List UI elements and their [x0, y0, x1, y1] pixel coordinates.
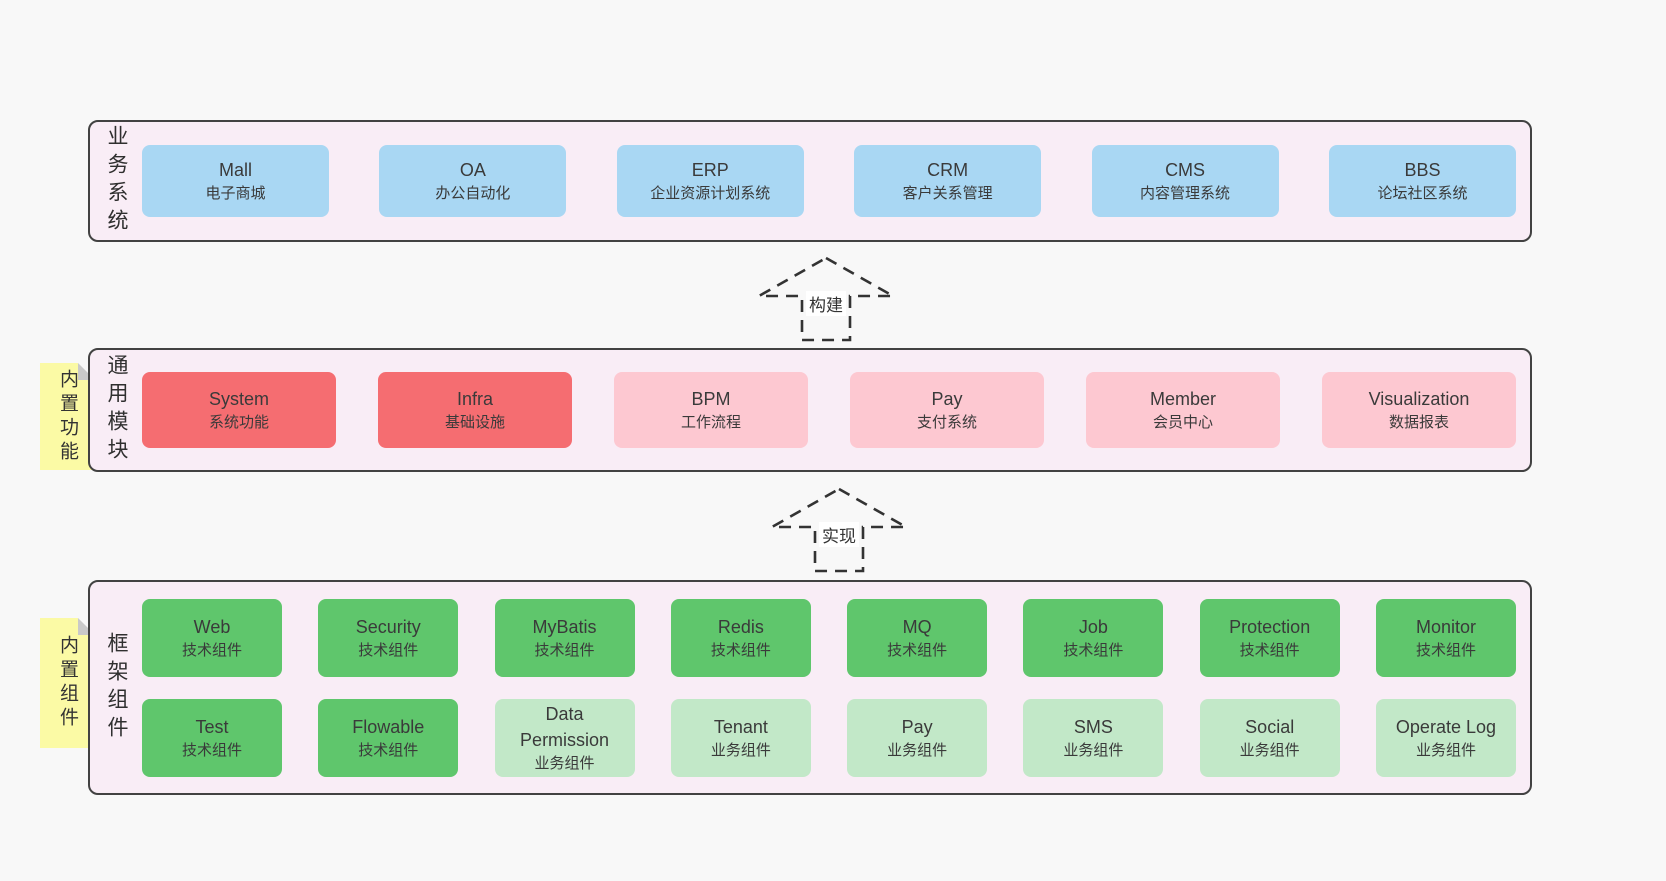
arrow-implement-label: 实现 [819, 522, 859, 547]
section-label-components: 框架组件 [105, 631, 128, 744]
box-job: Job 技术组件 [1023, 598, 1164, 677]
up-block-arrow-icon [769, 487, 909, 573]
arrow-build-label: 构建 [806, 291, 846, 316]
section-business-systems: 业务系统 Mall 电子商城 OA 办公自动化 ERP 企业资源计划系统 CRM [88, 120, 1532, 242]
box-monitor: Monitor 技术组件 [1375, 598, 1516, 677]
business-systems-row: Mall 电子商城 OA 办公自动化 ERP 企业资源计划系统 CRM 客户关系… [142, 145, 1516, 217]
up-block-arrow-icon [756, 256, 896, 342]
box-oa: OA 办公自动化 [379, 145, 567, 217]
box-test: Test 技术组件 [142, 698, 282, 777]
arrow-build: 构建 [756, 255, 896, 343]
box-cms: CMS 内容管理系统 [1091, 145, 1279, 217]
arrow-implement: 实现 [769, 486, 909, 574]
sticky-note-builtin-components: 内置组件 [40, 618, 95, 748]
box-social: Social 业务组件 [1199, 698, 1340, 777]
box-sms: SMS 业务组件 [1023, 698, 1164, 777]
section-framework-components: 框架组件 Web 技术组件 Security 技术组件 MyBatis 技术组件… [88, 580, 1532, 795]
box-member: Member 会员中心 [1086, 372, 1280, 448]
box-data-permission: Data Permission 业务组件 [494, 698, 635, 777]
sticky-note-builtin-features: 内置功能 [40, 363, 95, 470]
box-system: System 系统功能 [142, 372, 336, 448]
box-security: Security 技术组件 [318, 598, 459, 677]
sticky-note-label: 内置功能 [57, 368, 78, 465]
box-crm: CRM 客户关系管理 [854, 145, 1042, 217]
box-mybatis: MyBatis 技术组件 [494, 598, 635, 677]
common-modules-row: System 系统功能 Infra 基础设施 BPM 工作流程 Pay 支付系统… [142, 372, 1516, 448]
box-bbs: BBS 论坛社区系统 [1328, 145, 1516, 217]
biz-components-row: Test 技术组件 Flowable 技术组件 Data Permission … [142, 698, 1516, 777]
box-visualization: Visualization 数据报表 [1322, 372, 1516, 448]
box-tenant: Tenant 业务组件 [670, 698, 811, 777]
section-label-modules: 通用模块 [105, 354, 128, 466]
box-protection: Protection 技术组件 [1199, 598, 1340, 677]
box-operate-log: Operate Log 业务组件 [1375, 698, 1516, 777]
tech-components-row: Web 技术组件 Security 技术组件 MyBatis 技术组件 Redi… [142, 598, 1516, 677]
section-common-modules: 通用模块 System 系统功能 Infra 基础设施 BPM 工作流程 Pay [88, 348, 1532, 472]
box-erp: ERP 企业资源计划系统 [616, 145, 804, 217]
box-mq: MQ 技术组件 [847, 598, 988, 677]
section-label-business: 业务系统 [105, 125, 128, 237]
box-pay-module: Pay 支付系统 [850, 372, 1044, 448]
box-redis: Redis 技术组件 [670, 598, 811, 677]
box-flowable: Flowable 技术组件 [318, 698, 459, 777]
box-bpm: BPM 工作流程 [614, 372, 808, 448]
sticky-note-label: 内置组件 [57, 635, 78, 731]
box-pay-component: Pay 业务组件 [847, 698, 988, 777]
box-mall: Mall 电子商城 [142, 145, 329, 217]
box-infra: Infra 基础设施 [378, 372, 572, 448]
box-web: Web 技术组件 [142, 598, 282, 677]
